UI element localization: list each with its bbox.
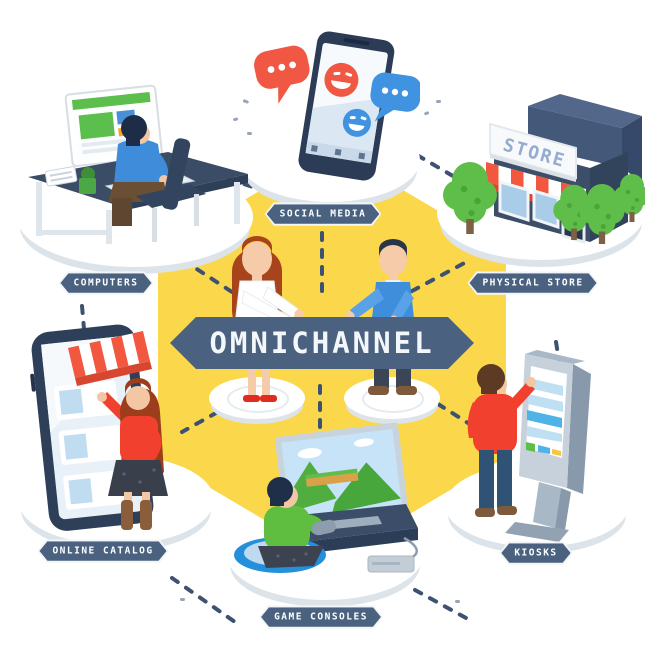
desk-legs [36,182,240,244]
connector-consoles-kiosks [413,588,468,620]
omnichannel-banner: OMNICHANNEL [170,317,474,369]
online-catalog-illustration [30,324,168,531]
catalog-awning [68,331,152,386]
label-text: SOCIAL MEDIA [267,204,380,224]
red-chat-bubble-icon [254,45,310,104]
label-text: ONLINE CATALOG [39,541,166,561]
gamepad-icon [311,519,336,536]
computer-workstation-illustration [28,84,248,244]
label-game-consoles: GAME CONSOLES [259,605,383,629]
label-text: COMPUTERS [61,273,152,293]
kiosk-machine [505,350,591,542]
label-text: GAME CONSOLES [261,607,381,627]
plant-mug-icon [79,167,96,194]
store-window [532,189,560,230]
kiosk-illustration [467,350,591,542]
banner-title: OMNICHANNEL [209,326,435,360]
red-smiley-icon [324,62,359,97]
catalog-list-item [58,425,124,465]
game-console-illustration [234,422,418,573]
label-text: KIOSKS [501,543,570,563]
smartphone [298,31,395,181]
smartphone-illustration [254,31,420,181]
console-box-icon [367,555,415,573]
connector-social-store [386,136,460,181]
kiosk-user-person [467,364,536,517]
blue-chat-bubble-icon [370,72,420,122]
gamer-person [258,477,336,568]
blue-smiley-icon [342,108,371,137]
store-window [498,180,530,223]
label-kiosks: KIOSKS [499,541,572,565]
office-chair [136,138,206,242]
store-building-illustration: STORE [443,94,645,244]
catalog-list-item [53,380,119,421]
connector-center-store [410,258,472,293]
shopping-woman [97,378,168,530]
label-text: PHYSICAL STORE [469,273,596,293]
disc-woman-ring [227,385,289,413]
label-social-media: SOCIAL MEDIA [265,202,382,226]
label-physical-store: PHYSICAL STORE [467,271,598,295]
connector-catalog-consoles [170,576,237,624]
notepad-icon [44,166,78,187]
disc-man-ring [362,385,424,413]
label-computers: COMPUTERS [59,271,154,295]
label-online-catalog: ONLINE CATALOG [37,539,168,563]
tv-screen [274,422,409,527]
